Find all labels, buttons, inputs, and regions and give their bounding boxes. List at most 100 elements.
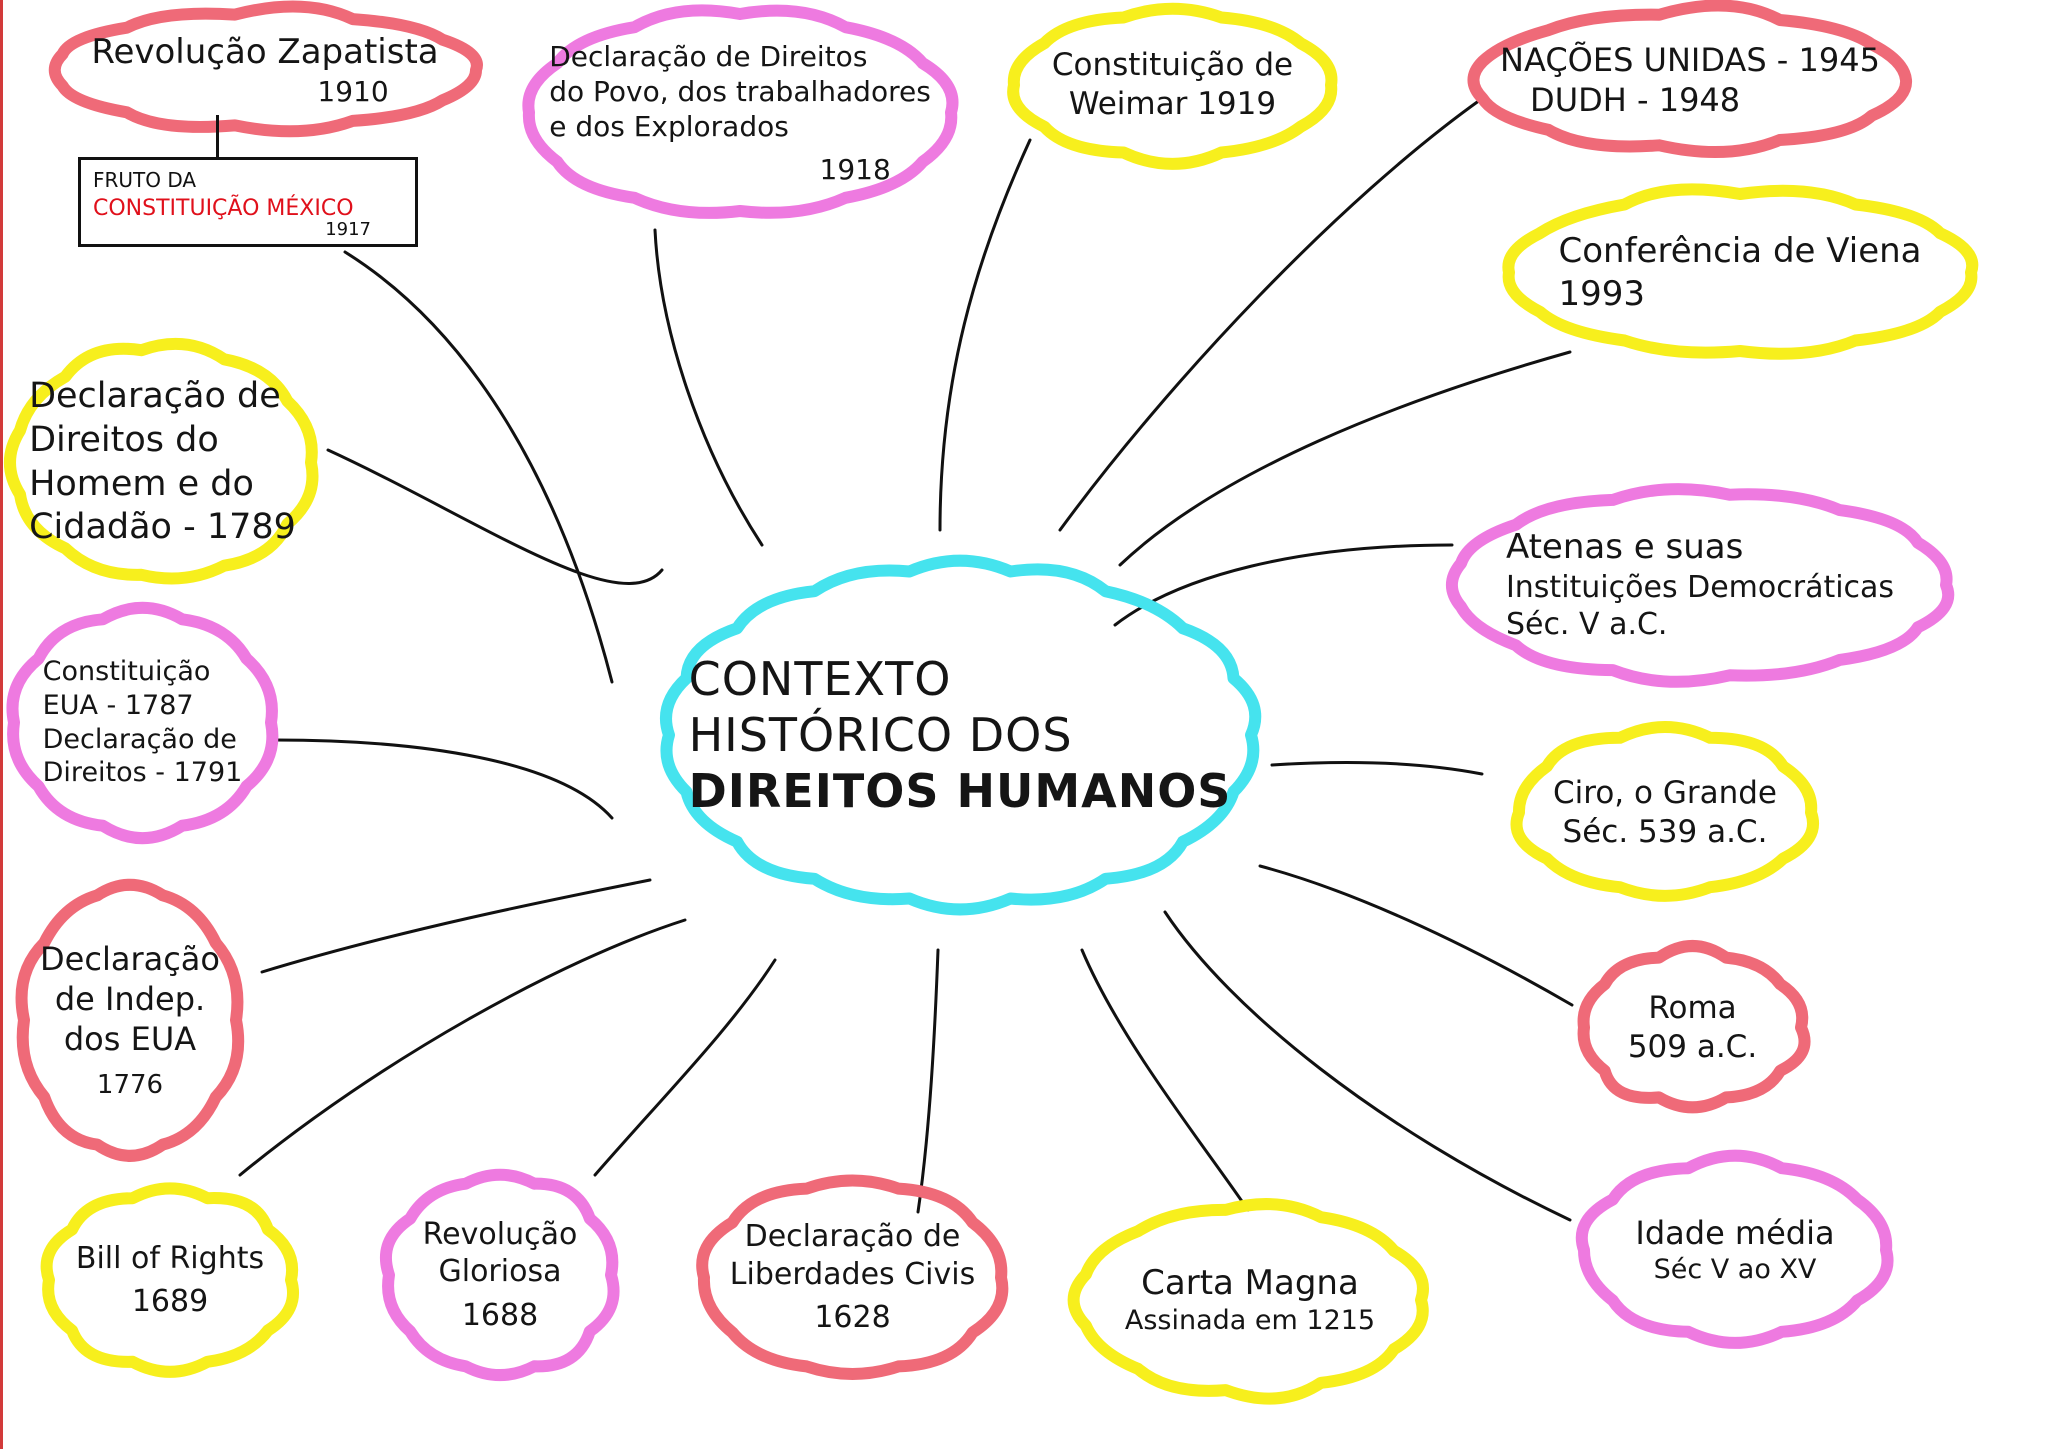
- fruto-box: FRUTO DA CONSTITUIÇÃO MÉXICO 1917: [78, 157, 418, 247]
- carta-subtitle: Assinada em 1215: [1124, 1305, 1376, 1337]
- central-line-bold: DIREITOS HUMANOS: [688, 764, 1232, 819]
- liberdades-line-2: Liberdades Civis: [729, 1256, 976, 1292]
- cloud-outline: [1510, 721, 1820, 902]
- cloud-shape: [1065, 1195, 1435, 1405]
- roma-title: Roma: [1648, 989, 1737, 1026]
- central-topic: CONTEXTO HISTÓRICO DOS DIREITOS HUMANOS: [655, 554, 1265, 916]
- cloud-shape: [1570, 940, 1815, 1115]
- line-zapatista: [343, 250, 614, 684]
- node-declaracao-povo: Declaração de Direitos do Povo, dos trab…: [515, 0, 965, 225]
- gloriosa-line-2: Gloriosa: [438, 1254, 562, 1290]
- carta-title: Carta Magna: [1141, 1262, 1359, 1303]
- cloud-shape: [1460, 0, 1920, 160]
- zapatista-year: 1910: [317, 74, 389, 108]
- cloud-outline: [1445, 483, 1955, 688]
- cloud-outline: [4, 337, 319, 585]
- eua-line-3: Declaração de: [42, 723, 237, 755]
- weimar-line-2: Weimar 1919: [1068, 86, 1277, 122]
- homem-line-2: Direitos do: [29, 419, 219, 460]
- central-topic-text: CONTEXTO HISTÓRICO DOS DIREITOS HUMANOS: [689, 651, 1232, 819]
- line-eua1787: [273, 738, 614, 820]
- cloud-shape: [515, 0, 965, 225]
- ciro-title: Ciro, o Grande: [1553, 774, 1777, 811]
- line-homem: [326, 448, 664, 585]
- indep-line-3: dos EUA: [63, 1019, 197, 1058]
- cloud-outline: [1067, 1198, 1429, 1405]
- homem-line-1: Declaração de: [29, 376, 281, 416]
- zapatista-title: Revolução Zapatista: [91, 32, 439, 73]
- node-nacoes-unidas: NAÇÕES UNIDAS - 1945 DUDH - 1948: [1460, 0, 1920, 160]
- homem-line-3: Homem e do: [29, 463, 254, 504]
- node-weimar: Constituição de Weimar 1919: [1000, 0, 1345, 170]
- eua-line-1: Constituição: [42, 656, 211, 687]
- gloriosa-year: 1688: [461, 1297, 539, 1333]
- central-line-1: CONTEXTO: [688, 651, 952, 706]
- gloriosa-line-1: Revolução: [422, 1216, 578, 1252]
- node-roma: Roma 509 a.C.: [1570, 940, 1815, 1115]
- povo-line-3: e dos Explorados: [549, 109, 789, 143]
- line-roma: [1258, 864, 1574, 1007]
- cloud-shape: [690, 1170, 1015, 1385]
- cloud-shape: [0, 600, 285, 845]
- node-indep-eua: Declaração de Indep. dos EUA 1776: [10, 875, 250, 1165]
- line-nacoes: [1058, 98, 1482, 532]
- fruto-label: FRUTO DA: [93, 168, 197, 192]
- weimar-line-1: Constituição de: [1051, 47, 1294, 84]
- cloud-shape: [10, 875, 250, 1165]
- atenas-line-2: Instituições Democráticas: [1505, 569, 1895, 605]
- atenas-line-3: Séc. V a.C.: [1505, 607, 1668, 643]
- cloud-shape: [1495, 180, 1985, 365]
- node-carta-magna: Carta Magna Assinada em 1215: [1065, 1195, 1435, 1405]
- node-ciro: Ciro, o Grande Séc. 539 a.C.: [1505, 720, 1825, 905]
- node-idade-media: Idade média Séc V ao XV: [1570, 1149, 1900, 1350]
- cloud-shape: [1570, 1149, 1900, 1350]
- nacoes-unidas-line: NAÇÕES UNIDAS - 1945: [1500, 41, 1880, 79]
- line-viena: [1118, 350, 1572, 567]
- cloud-shape: [1505, 720, 1825, 905]
- idade-title: Idade média: [1635, 1214, 1835, 1253]
- cloud-shape: [375, 1165, 625, 1385]
- liberdades-year: 1628: [814, 1300, 891, 1336]
- node-bill-of-rights: Bill of Rights 1689: [35, 1180, 305, 1380]
- line-carta: [1080, 948, 1250, 1212]
- page-margin-line: [0, 0, 3, 1449]
- dudh-line: DUDH - 1948: [1530, 81, 1741, 119]
- bill-year: 1689: [131, 1284, 209, 1319]
- cloud-shape: [35, 1180, 305, 1380]
- cloud-shape: [1440, 480, 1960, 690]
- cloud-outline: [48, 0, 483, 138]
- ciro-year: Séc. 539 a.C.: [1562, 813, 1768, 850]
- line-ciro: [1270, 760, 1484, 776]
- cloud-outline: [6, 601, 279, 845]
- bill-title: Bill of Rights: [75, 1240, 265, 1276]
- eua-line-2: EUA - 1787: [42, 689, 194, 721]
- povo-line-2: do Povo, dos trabalhadores: [549, 74, 931, 108]
- cloud-outline: [40, 1182, 300, 1378]
- cloud-outline: [15, 878, 245, 1162]
- povo-year: 1918: [819, 152, 891, 186]
- line-liberdades: [916, 948, 940, 1214]
- viena-year: 1993: [1558, 273, 1646, 314]
- idade-subtitle: Séc V ao XV: [1653, 1254, 1817, 1286]
- line-idade: [1163, 910, 1572, 1222]
- cloud-shape: [40, 0, 490, 140]
- line-povo: [653, 228, 764, 547]
- povo-line-1: Declaração de Direitos: [549, 39, 868, 73]
- cloud-outline: [1577, 940, 1811, 1114]
- fruto-constituicao-mexico: CONSTITUIÇÃO MÉXICO: [93, 196, 354, 221]
- cloud-outline: [660, 554, 1262, 916]
- indep-line-2: de Indep.: [54, 979, 206, 1018]
- cloud-shape: [0, 335, 325, 590]
- cloud-outline: [522, 4, 959, 219]
- central-line-2: HISTÓRICO DOS: [688, 707, 1073, 762]
- fruto-connector: [216, 115, 219, 157]
- liberdades-line-1: Declaração de: [744, 1219, 961, 1255]
- line-gloriosa: [593, 958, 777, 1177]
- indep-line-1: Declaração: [40, 939, 220, 978]
- node-homem-cidadao: Declaração de Direitos do Homem e do Cid…: [0, 335, 325, 590]
- line-bill: [238, 918, 687, 1177]
- fruto-year: 1917: [325, 219, 371, 240]
- cloud-outline: [1502, 183, 1979, 360]
